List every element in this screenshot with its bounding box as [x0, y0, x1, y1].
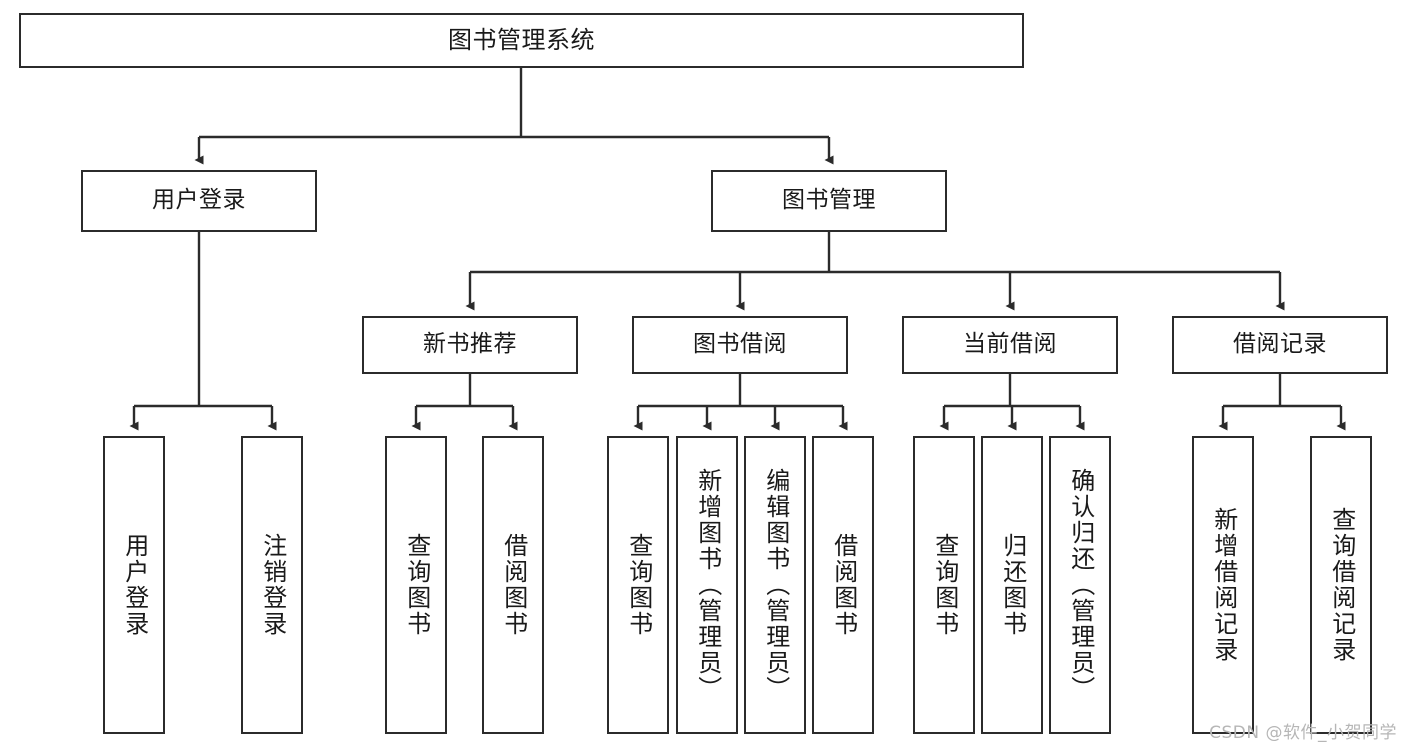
leaf-return-book[interactable]: 归还图书	[981, 436, 1043, 734]
csdn-watermark: CSDN @软件_小贺同学	[1209, 723, 1397, 743]
leaf-query-record[interactable]: 查询借阅记录	[1310, 436, 1372, 734]
node-root[interactable]: 图书管理系统	[19, 13, 1024, 68]
leaf-query-record-label: 查询借阅记录	[1327, 507, 1356, 663]
leaf-logout[interactable]: 注销登录	[241, 436, 303, 734]
leaf-confirm-return-label: 确认归还（管理员）	[1066, 468, 1095, 702]
leaf-query-book-1-label: 查询图书	[402, 533, 431, 637]
leaf-borrow-book-1[interactable]: 借阅图书	[482, 436, 544, 734]
leaf-add-record-label: 新增借阅记录	[1209, 507, 1238, 663]
leaf-borrow-book-1-label: 借阅图书	[499, 533, 528, 637]
leaf-borrow-book-2[interactable]: 借阅图书	[812, 436, 874, 734]
node-user-login-label: 用户登录	[152, 187, 246, 214]
leaf-user-login[interactable]: 用户登录	[103, 436, 165, 734]
node-borrow-record[interactable]: 借阅记录	[1172, 316, 1388, 374]
node-user-login[interactable]: 用户登录	[81, 170, 317, 232]
leaf-query-book-1[interactable]: 查询图书	[385, 436, 447, 734]
leaf-logout-label: 注销登录	[258, 533, 287, 637]
leaf-user-login-label: 用户登录	[120, 533, 149, 637]
node-book-manage[interactable]: 图书管理	[711, 170, 947, 232]
node-current-borrow-label: 当前借阅	[963, 331, 1057, 358]
node-current-borrow[interactable]: 当前借阅	[902, 316, 1118, 374]
node-book-borrow[interactable]: 图书借阅	[632, 316, 848, 374]
node-root-label: 图书管理系统	[448, 26, 595, 55]
leaf-confirm-return[interactable]: 确认归还（管理员）	[1049, 436, 1111, 734]
leaf-add-record[interactable]: 新增借阅记录	[1192, 436, 1254, 734]
leaf-edit-book[interactable]: 编辑图书（管理员）	[744, 436, 806, 734]
leaf-edit-book-label: 编辑图书（管理员）	[761, 468, 790, 702]
leaf-query-book-3-label: 查询图书	[930, 533, 959, 637]
leaf-query-book-2[interactable]: 查询图书	[607, 436, 669, 734]
node-borrow-record-label: 借阅记录	[1233, 331, 1327, 358]
node-book-manage-label: 图书管理	[782, 187, 876, 214]
leaf-borrow-book-2-label: 借阅图书	[829, 533, 858, 637]
node-book-borrow-label: 图书借阅	[693, 331, 787, 358]
leaf-query-book-2-label: 查询图书	[624, 533, 653, 637]
leaf-add-book[interactable]: 新增图书（管理员）	[676, 436, 738, 734]
node-new-book-recommend-label: 新书推荐	[423, 331, 517, 358]
node-new-book-recommend[interactable]: 新书推荐	[362, 316, 578, 374]
leaf-add-book-label: 新增图书（管理员）	[693, 468, 722, 702]
leaf-return-book-label: 归还图书	[998, 533, 1027, 637]
leaf-query-book-3[interactable]: 查询图书	[913, 436, 975, 734]
